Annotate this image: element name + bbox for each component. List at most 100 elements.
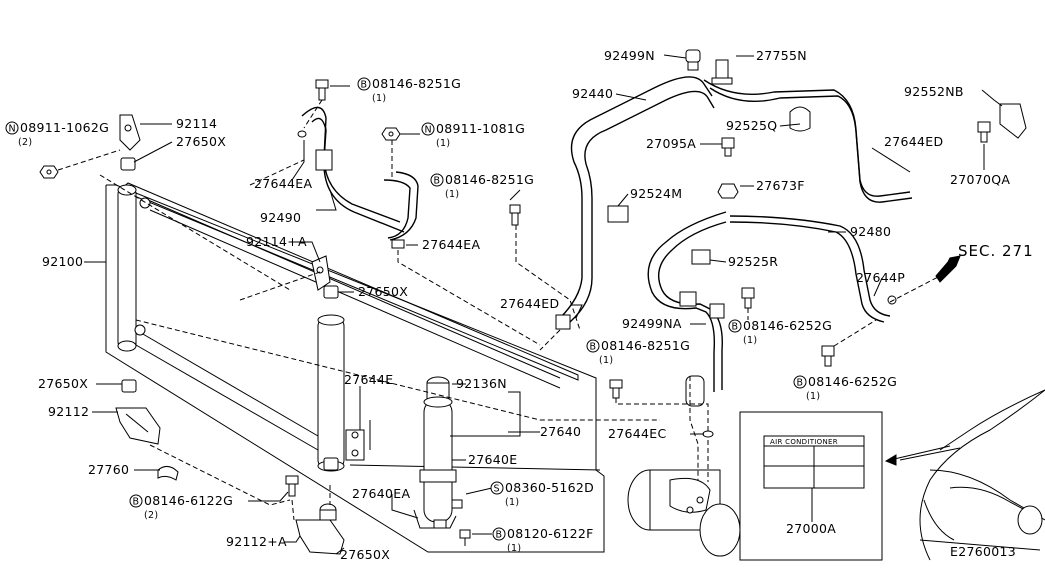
prefix-letter: S bbox=[494, 484, 500, 495]
callout-27640E[interactable]: 27640E bbox=[468, 452, 517, 467]
callout-08146-6252G-b[interactable]: B 08146-6252G (1) bbox=[793, 374, 897, 402]
callout-27650X-a[interactable]: 27650X bbox=[176, 134, 226, 149]
upper-bracket-92114[interactable] bbox=[119, 114, 141, 151]
prefix-letter: B bbox=[590, 342, 597, 353]
part-qty: (1) bbox=[445, 189, 459, 200]
mount-rubber-27650X-a[interactable] bbox=[120, 157, 136, 171]
callout-92490[interactable]: 92490 bbox=[260, 210, 301, 225]
part-code: 08146-8251G bbox=[372, 76, 461, 91]
lower-bracket-92112A[interactable] bbox=[295, 519, 345, 555]
part-code: 08120-6122F bbox=[507, 526, 594, 541]
mount-rubber-27650X-b[interactable] bbox=[323, 285, 339, 299]
callout-27650X-b[interactable]: 27650X bbox=[358, 284, 408, 299]
bolt-08146-6252G-b[interactable] bbox=[821, 345, 835, 367]
callout-08911-1081G[interactable]: N 08911-1081G (1) bbox=[421, 121, 525, 149]
callout-92112[interactable]: 92112 bbox=[48, 404, 89, 419]
callout-27644EC[interactable]: 27644EC bbox=[608, 426, 667, 441]
callout-27644P[interactable]: 27644P bbox=[856, 270, 905, 285]
clip-27760[interactable] bbox=[157, 466, 179, 481]
callout-27650X-d[interactable]: 27650X bbox=[340, 547, 390, 562]
callout-08911-1062G[interactable]: N 08911-1062G (2) bbox=[5, 120, 109, 148]
bolt-08120-6122F[interactable] bbox=[459, 529, 471, 546]
bolt-27070QA[interactable] bbox=[977, 121, 991, 143]
callout-27673F[interactable]: 27673F bbox=[756, 178, 805, 193]
callout-08120-6122F[interactable]: B 08120-6122F (1) bbox=[492, 526, 594, 554]
bolt-08146-6252G-a[interactable] bbox=[741, 287, 755, 309]
bolt-08146-8251G-c[interactable] bbox=[609, 379, 623, 399]
callout-92440[interactable]: 92440 bbox=[572, 86, 613, 101]
callout-92480[interactable]: 92480 bbox=[850, 224, 891, 239]
bolt-08146-8251G-a[interactable] bbox=[315, 79, 329, 101]
lower-bracket-92112[interactable] bbox=[115, 407, 161, 445]
callout-92524M[interactable]: 92524M bbox=[630, 186, 682, 201]
bracket-92114A[interactable] bbox=[311, 255, 331, 291]
prefix-letter: N bbox=[425, 125, 432, 136]
callout-92136N[interactable]: 92136N bbox=[456, 376, 507, 391]
callout-27644ED-b[interactable]: 27644ED bbox=[500, 296, 559, 311]
callout-27640[interactable]: 27640 bbox=[540, 424, 581, 439]
clamp-92525Q[interactable] bbox=[789, 106, 811, 132]
pipe-92490[interactable] bbox=[301, 106, 419, 249]
pipe-92480[interactable] bbox=[647, 211, 891, 392]
bolt-08146-6122G[interactable] bbox=[285, 475, 299, 497]
prefix-letter: B bbox=[732, 322, 739, 333]
callout-92552NB[interactable]: 92552NB bbox=[904, 84, 964, 99]
callout-08146-8251G-c[interactable]: B 08146-8251G (1) bbox=[586, 338, 690, 366]
part-qty: (1) bbox=[599, 355, 613, 366]
callout-92100[interactable]: 92100 bbox=[42, 254, 83, 269]
liquid-tank-27640[interactable] bbox=[419, 376, 457, 523]
condenser-assembly[interactable] bbox=[105, 182, 605, 553]
part-code: 08146-6252G bbox=[808, 374, 897, 389]
nut-08911-1062G[interactable] bbox=[39, 165, 59, 179]
cap-92499N[interactable] bbox=[685, 49, 701, 71]
callout-92499N[interactable]: 92499N bbox=[604, 48, 655, 63]
callout-92499NA[interactable]: 92499NA bbox=[622, 316, 682, 331]
callout-92114[interactable]: 92114 bbox=[176, 116, 217, 131]
callout-27644EA-b[interactable]: 27644EA bbox=[422, 237, 480, 252]
clip-92524M[interactable] bbox=[607, 205, 629, 223]
prefix-letter: B bbox=[361, 80, 368, 91]
mount-rubber-upper-right[interactable] bbox=[323, 457, 339, 471]
mount-rubber-27650X-d[interactable] bbox=[319, 503, 337, 521]
sec-arrow[interactable] bbox=[889, 255, 961, 303]
callout-27095A[interactable]: 27095A bbox=[646, 136, 696, 151]
callout-27000A[interactable]: 27000A bbox=[786, 521, 836, 536]
callout-27644EA-a[interactable]: 27644EA bbox=[254, 176, 312, 191]
clip-27755N[interactable] bbox=[711, 59, 733, 85]
pipe-92440[interactable] bbox=[555, 76, 913, 330]
part-code: 08146-6252G bbox=[743, 318, 832, 333]
bracket-27640EA[interactable] bbox=[413, 509, 457, 529]
valve-27095A[interactable] bbox=[721, 137, 735, 157]
callout-27640EA[interactable]: 27640EA bbox=[352, 486, 410, 501]
cap-27673F[interactable] bbox=[717, 183, 739, 199]
part-qty: (2) bbox=[144, 510, 158, 521]
callout-08146-8251G-b[interactable]: B 08146-8251G (1) bbox=[430, 172, 534, 200]
vehicle-outline bbox=[899, 389, 1045, 561]
compressor[interactable] bbox=[627, 375, 741, 557]
callout-92114A[interactable]: 92114+A bbox=[246, 234, 307, 249]
o-ring-27644EC[interactable] bbox=[702, 430, 714, 438]
callout-27760[interactable]: 27760 bbox=[88, 462, 129, 477]
o-ring-27644EA-a[interactable] bbox=[297, 130, 307, 138]
callout-08146-8251G-a[interactable]: B 08146-8251G (1) bbox=[357, 76, 461, 104]
callout-27755N[interactable]: 27755N bbox=[756, 48, 807, 63]
callout-92112A[interactable]: 92112+A bbox=[226, 534, 287, 549]
callout-08360-5162D[interactable]: S 08360-5162D (1) bbox=[490, 480, 594, 508]
screw-08360-5162D[interactable] bbox=[451, 499, 463, 509]
callout-92525R[interactable]: 92525R bbox=[728, 254, 778, 269]
callout-08146-6252G-a[interactable]: B 08146-6252G (1) bbox=[728, 318, 832, 346]
o-ring-27644P[interactable] bbox=[887, 295, 897, 305]
callout-27644ED-a[interactable]: 27644ED bbox=[884, 134, 943, 149]
callout-92525Q[interactable]: 92525Q bbox=[726, 118, 777, 133]
mount-rubber-27650X-c[interactable] bbox=[121, 379, 137, 393]
part-qty: (1) bbox=[372, 93, 386, 104]
nut-08911-1081G[interactable] bbox=[381, 127, 401, 141]
callout-27650X-c[interactable]: 27650X bbox=[38, 376, 88, 391]
callout-27070QA[interactable]: 27070QA bbox=[950, 172, 1010, 187]
section-ref-link[interactable]: SEC. 271 bbox=[958, 242, 1034, 260]
callout-08146-6122G[interactable]: B 08146-6122G (2) bbox=[129, 493, 233, 521]
callout-27644E-a[interactable]: 27644E bbox=[344, 372, 393, 387]
clamp-92525R[interactable] bbox=[691, 249, 711, 265]
bolt-08146-8251G-b[interactable] bbox=[509, 204, 521, 226]
bracket-92552NB[interactable] bbox=[999, 103, 1027, 139]
